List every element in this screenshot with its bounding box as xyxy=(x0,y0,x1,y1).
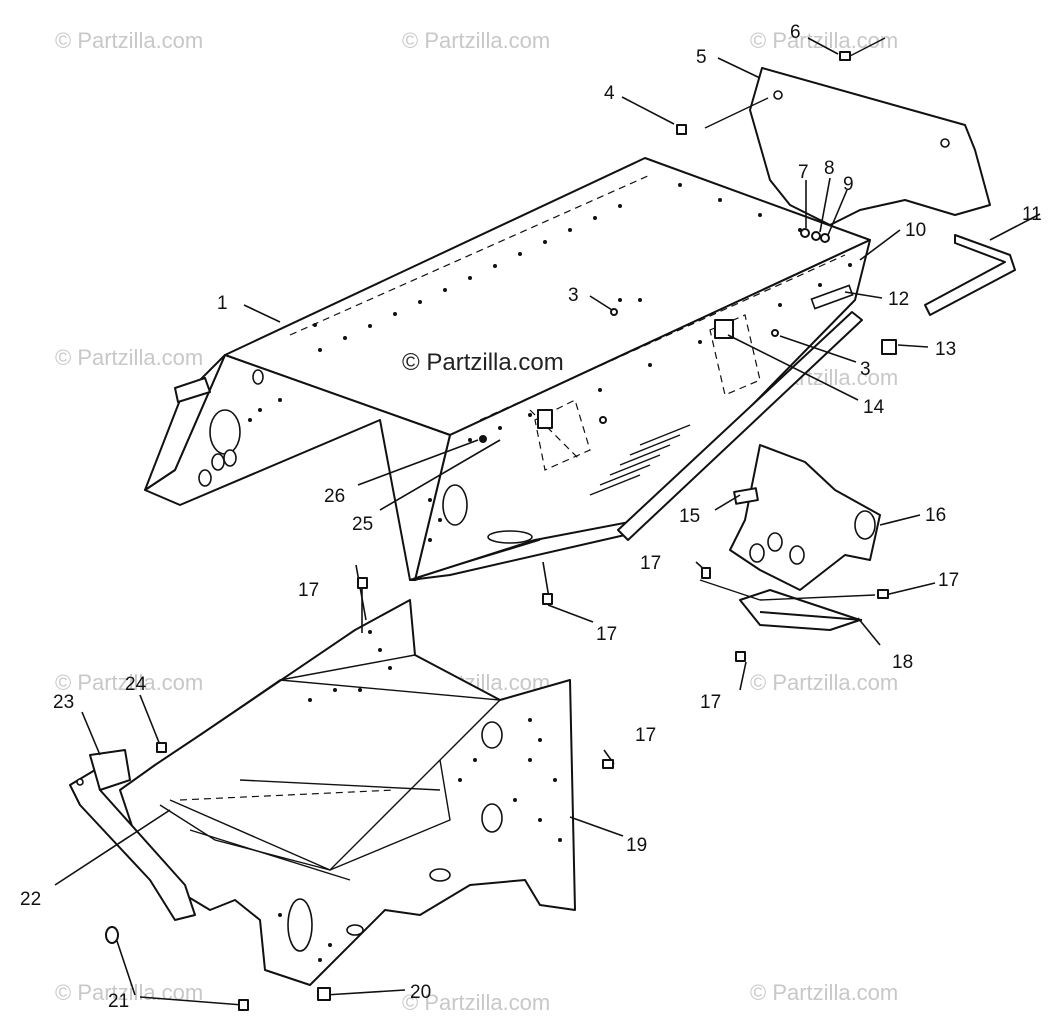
callout-label: 17 xyxy=(700,692,721,713)
nut-icon xyxy=(735,651,746,662)
callout-label: 20 xyxy=(410,982,431,1003)
callout-label: 23 xyxy=(53,692,74,713)
rear-bumper-rod-part xyxy=(414,311,863,579)
watermark: © Partzilla.com xyxy=(402,28,550,53)
callout-label: 10 xyxy=(905,220,926,241)
callout-label: 1 xyxy=(217,293,228,314)
bolt-icon xyxy=(839,51,851,61)
callout-label: 24 xyxy=(125,674,147,695)
callout-label: 7 xyxy=(798,162,809,183)
callout-label: 17 xyxy=(298,580,319,601)
callout-label: 22 xyxy=(20,889,41,910)
callout-label: 14 xyxy=(863,397,885,418)
front-bracket-part xyxy=(69,749,196,921)
watermark: © Partzilla.com xyxy=(750,28,898,53)
steering-support-part xyxy=(699,579,876,631)
callout-label: 6 xyxy=(790,22,801,43)
bolt-icon xyxy=(676,124,687,135)
nut-icon xyxy=(877,589,889,599)
watermark: © Partzilla.com xyxy=(750,980,898,1005)
leader-lines xyxy=(54,37,1041,1006)
nut-icon xyxy=(701,567,711,579)
callout-label: 12 xyxy=(888,289,909,310)
tunnel-part xyxy=(144,157,871,581)
callout-label: 26 xyxy=(324,486,345,507)
callout-label: 5 xyxy=(696,47,707,68)
nut-icon xyxy=(238,999,249,1011)
callout-label: 4 xyxy=(604,83,615,104)
mount-bracket-icon xyxy=(714,319,734,339)
callout-label: 19 xyxy=(626,835,647,856)
callout-label: 16 xyxy=(925,505,946,526)
callout-label: 18 xyxy=(892,652,913,673)
callout-label: 17 xyxy=(635,725,656,746)
bulkhead-part xyxy=(119,599,576,986)
watermark: © Partzilla.com xyxy=(750,670,898,695)
nut-icon xyxy=(156,742,167,753)
plug-icon xyxy=(881,339,897,355)
watermark: © Partzilla.com xyxy=(55,980,203,1005)
hardware-group xyxy=(537,37,897,429)
mount-bracket-icon xyxy=(537,409,553,429)
callout-labels: 1 3 3 4 5 6 7 8 9 10 11 12 13 14 15 16 1… xyxy=(20,22,1042,1012)
steering-bracket-part xyxy=(729,444,881,591)
callout-label: 21 xyxy=(108,991,129,1012)
callout-label: 17 xyxy=(596,624,617,645)
watermark: © Partzilla.com xyxy=(402,990,550,1015)
rear-flap-part xyxy=(704,67,991,226)
callout-label: 11 xyxy=(1022,204,1042,225)
callout-label: 8 xyxy=(824,158,835,179)
callout-label: 25 xyxy=(352,514,373,535)
nut-icon xyxy=(357,577,368,589)
nut-icon xyxy=(542,593,553,605)
watermark: © Partzilla.com xyxy=(55,670,203,695)
callout-label: 17 xyxy=(938,570,959,591)
nut-icon xyxy=(105,926,119,944)
rail-part xyxy=(924,234,1016,316)
watermark: © Partzilla.com xyxy=(55,28,203,53)
nut-icon xyxy=(602,759,614,769)
fastener-group xyxy=(105,567,889,1011)
center-watermark: © Partzilla.com xyxy=(402,349,564,376)
callout-label: 9 xyxy=(843,174,854,195)
callout-label: 3 xyxy=(860,359,871,380)
callout-label: 13 xyxy=(935,339,956,360)
callout-label: 15 xyxy=(679,506,700,527)
watermark: © Partzilla.com xyxy=(55,345,203,370)
callout-label: 17 xyxy=(640,553,661,574)
callout-label: 3 xyxy=(568,285,579,306)
bolt-icon xyxy=(317,987,331,1001)
